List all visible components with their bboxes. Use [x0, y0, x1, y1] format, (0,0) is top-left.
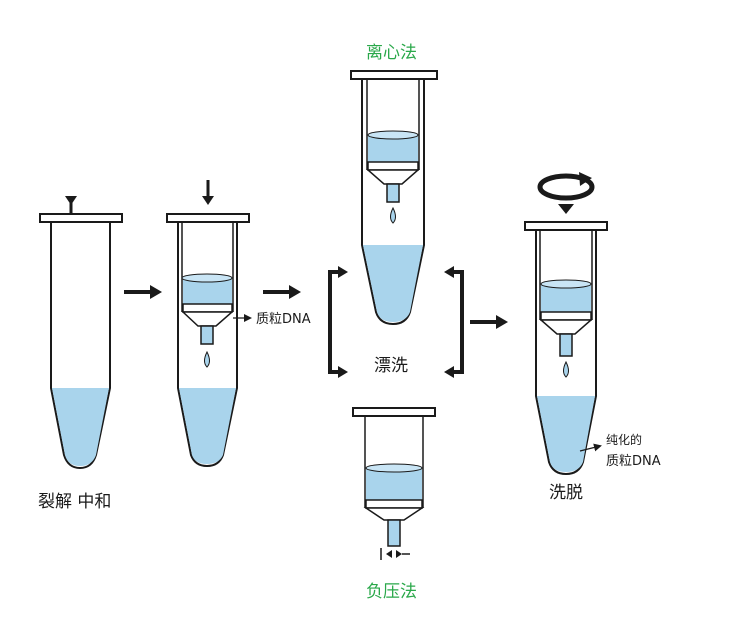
tube-lysis: 裂解 中和: [38, 196, 123, 512]
right-arrow-icon: [263, 285, 301, 299]
label-purified-line1: 纯化的: [606, 432, 642, 447]
tube-centrifuge: 离心法: [350, 43, 438, 326]
droplet-icon: [563, 360, 569, 378]
right-arrow-icon: [470, 315, 508, 329]
label-elute: 洗脱: [549, 483, 583, 503]
right-arrow-icon: [124, 285, 162, 299]
bracket-arrow-icon: [444, 266, 464, 378]
label-lysis-neutralization: 裂解 中和: [38, 492, 111, 512]
label-vacuum-method: 负压法: [366, 582, 417, 602]
tube-column-loaded: 质粒DNA: [166, 180, 311, 468]
label-wash: 漂洗: [374, 356, 408, 376]
label-centrifuge-method: 离心法: [366, 43, 417, 63]
droplet-icon: [390, 206, 396, 224]
label-purified-line2: 质粒DNA: [606, 454, 661, 469]
droplet-icon: [204, 350, 210, 368]
bracket-arrow-icon: [328, 266, 348, 378]
rotation-icon: [537, 172, 595, 214]
tube-elution: 纯化的 质粒DNA 洗脱: [524, 172, 661, 503]
label-plasmid-dna: 质粒DNA: [256, 312, 311, 327]
tube-vacuum: 负压法: [352, 407, 436, 602]
